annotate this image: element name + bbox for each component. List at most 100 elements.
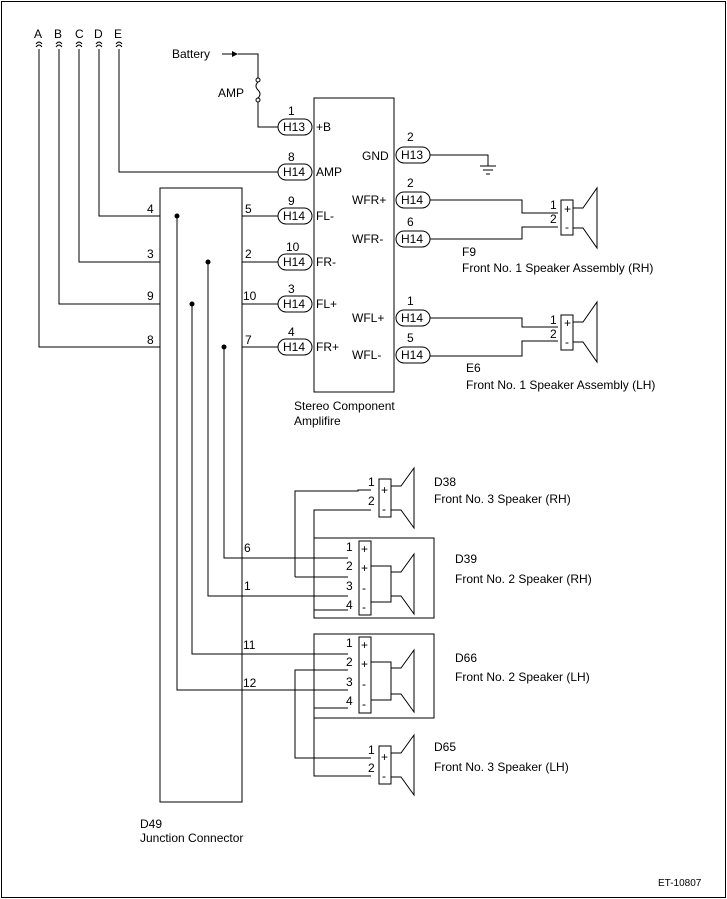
pin-number: 4 (288, 325, 295, 339)
terminal-label-d: D (94, 27, 103, 41)
connector-code: H14 (401, 311, 423, 325)
terminal-label-b: B (54, 27, 62, 41)
polarity-sign: - (565, 220, 569, 234)
pin-number: 2 (407, 130, 414, 144)
junction-pin-number: 2 (245, 247, 252, 261)
wire-wfr-plus (430, 199, 558, 214)
amp-left-pin: 9 H14 FL- (277, 194, 334, 225)
pin-number: 8 (288, 150, 295, 164)
junction-pin-number: 4 (147, 202, 154, 216)
splice-dot (221, 344, 227, 350)
junction-internal-wiring (174, 213, 348, 691)
junction-pin-number: 3 (147, 247, 154, 261)
component-name: Front No. 3 Speaker (RH) (434, 492, 571, 506)
component-name: Front No. 1 Speaker Assembly (RH) (462, 261, 653, 275)
polarity-sign: - (362, 600, 366, 614)
pin-number: 1 (550, 198, 557, 212)
amplifier-title-line2: Amplifire (294, 414, 341, 428)
component-name: Front No. 2 Speaker (LH) (455, 670, 590, 684)
terminal-label: AMP (316, 165, 342, 179)
pin-number: 9 (288, 194, 295, 208)
wavy-break-icon (95, 41, 103, 48)
speaker-icon (572, 186, 598, 250)
terminal-label: FL- (316, 209, 334, 223)
connector-pill (277, 163, 313, 181)
amp-left-pin: 10 H14 FR- (277, 240, 336, 271)
amp-right-pin: GND 2 H13 (362, 130, 431, 164)
polarity-sign: + (381, 750, 388, 764)
terminal-label-e: E (114, 27, 122, 41)
junction-id: D49 (140, 817, 162, 831)
wire-d65-minus (313, 707, 371, 777)
terminal-label: +B (316, 120, 331, 134)
wire-fr-plus-branch (223, 347, 348, 559)
terminal-label-a: A (34, 27, 42, 41)
speaker-icon (390, 733, 415, 797)
amp-fuse-label: AMP (218, 86, 244, 100)
wavy-break-icon (115, 41, 123, 48)
fuse-icon (255, 81, 261, 99)
pin-number: 2 (346, 655, 353, 669)
component-id: D66 (455, 651, 477, 665)
junction-connector-box (159, 187, 243, 803)
connector-code: H14 (401, 348, 423, 362)
pin-number: 4 (346, 598, 353, 612)
wire-wfl-plus (430, 317, 558, 328)
pin-number: 2 (550, 212, 557, 226)
junction-pin-number: 5 (245, 202, 252, 216)
wire-d65-plus (294, 669, 371, 759)
connector-code: H14 (283, 340, 305, 354)
amp-right-pin: WFR- 6 H14 (352, 215, 431, 248)
wavy-break-icon (55, 41, 63, 48)
connector-pill (277, 207, 313, 225)
polarity-sign: - (565, 335, 569, 349)
polarity-sign: + (564, 202, 571, 216)
battery-label: Battery (172, 47, 210, 61)
junction-pin-number: 1 (244, 579, 251, 593)
polarity-sign: - (382, 502, 386, 516)
connector-pill (277, 295, 313, 313)
wavy-break-icon (35, 41, 43, 48)
amplifier-box (313, 97, 395, 393)
pin-number: 2 (407, 176, 414, 190)
junction-pin-number: 8 (147, 333, 154, 347)
component-name: Front No. 1 Speaker Assembly (LH) (466, 378, 655, 392)
pin-number: 2 (368, 494, 375, 508)
connector-code: H14 (283, 255, 305, 269)
pin-number: 2 (346, 559, 353, 573)
amp-right-pin: WFL- 5 H14 (352, 331, 431, 364)
terminal-label: WFR+ (352, 193, 386, 207)
connector-code: H13 (401, 148, 423, 162)
connector-code: H14 (401, 193, 423, 207)
pin-number: 4 (346, 694, 353, 708)
amplifier-title-line1: Stereo Component (294, 399, 395, 413)
speaker-d39: 1 2 3 4 + + - - D39 Front No. 2 Speaker … (346, 540, 592, 616)
pin-number: 1 (346, 636, 353, 650)
component-id: D65 (434, 740, 456, 754)
speaker-f9: 1 2 + - F9 Front No. 1 Speaker Assembly … (462, 186, 653, 275)
speaker-e6: 1 2 + - E6 Front No. 1 Speaker Assembly … (466, 300, 655, 392)
wire-wfr-minus (430, 226, 558, 240)
splice-dot (174, 213, 180, 219)
polarity-sign: - (362, 581, 366, 595)
speaker-d66-box (313, 633, 435, 719)
pin-number: 1 (346, 540, 353, 554)
component-name: Front No. 3 Speaker (LH) (434, 760, 569, 774)
component-id: D39 (455, 552, 477, 566)
junction-pin-number: 9 (147, 289, 154, 303)
wire-fl-plus-branch (191, 304, 348, 655)
fuse-terminal-icon (255, 77, 261, 83)
connector-pill (277, 253, 313, 271)
pin-number: 2 (550, 327, 557, 341)
junction-pin-number: 6 (244, 541, 251, 555)
amp-left-pin: 8 H14 AMP (277, 150, 342, 181)
top-terminals: A B C D E (34, 27, 123, 48)
pin-number: 3 (346, 675, 353, 689)
terminal-label: WFL+ (352, 311, 384, 325)
connector-code: H14 (283, 165, 305, 179)
pin-number: 1 (407, 294, 414, 308)
polarity-sign: + (361, 638, 368, 652)
speaker-d66: 1 2 3 4 + + - - D66 Front No. 2 Speaker … (346, 636, 590, 714)
connector-pill (395, 346, 431, 364)
